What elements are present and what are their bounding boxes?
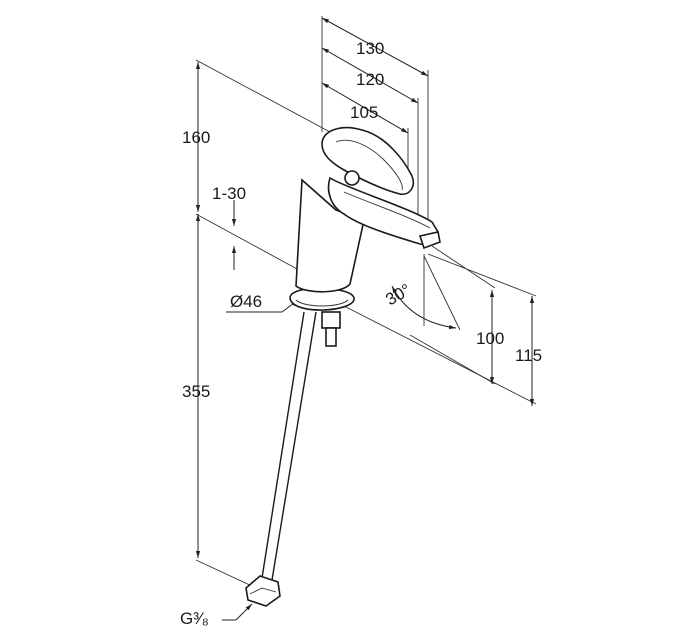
flexible-hose [245,311,317,607]
dim-130: 130 [356,39,384,58]
dim-160: 160 [182,128,210,147]
dim-105: 105 [350,103,378,122]
faucet-body [289,126,441,311]
top-dimensions: 130 120 105 [321,16,429,238]
dim-46-group: Ø46 [226,292,299,313]
dim-120: 120 [356,70,384,89]
thread-size: G³⁄₈ [180,609,209,628]
dim-115: 115 [515,346,542,365]
dim-1-30-group: 1-30 [195,184,311,277]
dim-355: 355 [182,382,210,401]
dim-diameter-46: Ø46 [230,292,262,311]
thread-label-group: G³⁄₈ [180,603,253,628]
angle-30-group: 30° [382,254,461,331]
dim-1-30: 1-30 [212,184,246,203]
dim-160-group: 160 [182,59,331,212]
fixing-bolt [321,311,341,347]
dim-100: 100 [476,329,504,348]
dim-355-group: 355 [182,214,257,589]
dim-30-degrees: 30° [382,280,414,309]
right-dimensions: 100 115 [343,245,542,406]
